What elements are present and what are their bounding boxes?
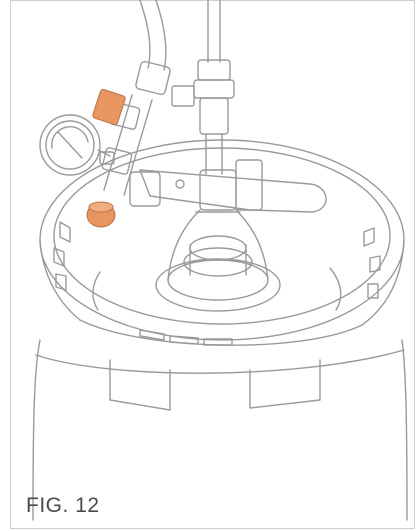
gas-line — [171, 0, 235, 175]
keg-body — [32, 339, 408, 521]
valve-knob-icon — [86, 201, 116, 228]
coupler-lever — [129, 159, 327, 213]
figure-caption: FIG. 12 — [26, 494, 100, 517]
figure-border — [10, 0, 415, 529]
pressure-gauge-icon — [39, 114, 115, 176]
keg-collar — [39, 139, 405, 411]
valve-handle-icon — [92, 88, 126, 126]
